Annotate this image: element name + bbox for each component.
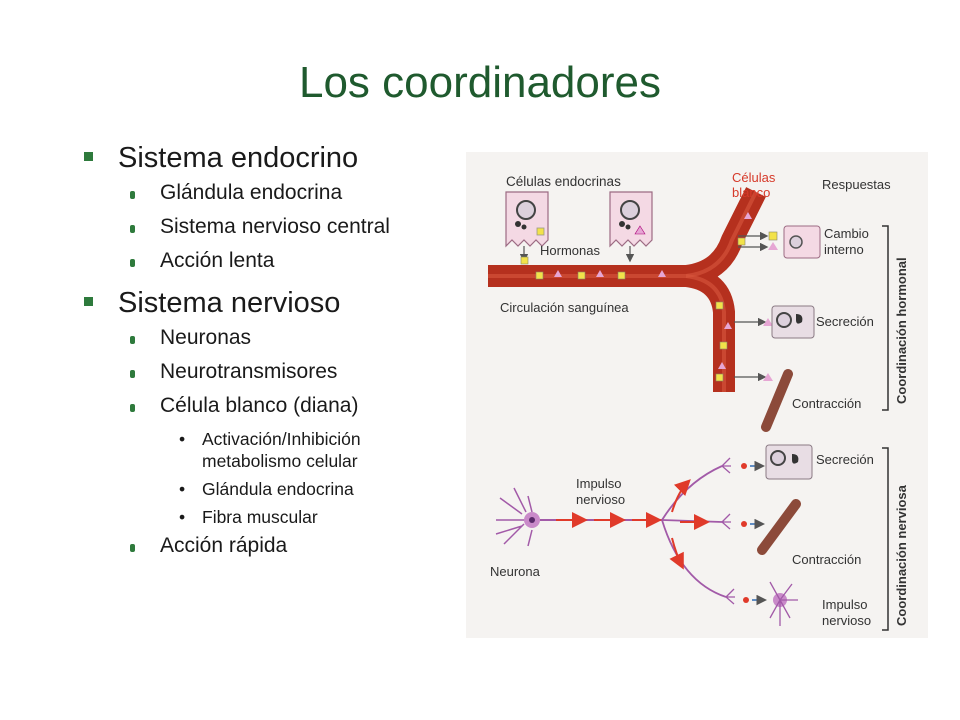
sub-bullet-label: Acción rápida <box>160 534 288 557</box>
sub-bullet-label: Célula blanco (diana) <box>160 394 359 417</box>
sub-bullet-label: Neuronas <box>160 326 252 349</box>
round-bullet-icon <box>130 259 135 267</box>
sub-sub-bullet-label: Fibra muscular <box>202 507 318 527</box>
sub-bullet: Acción rápida <box>84 534 464 558</box>
coordination-diagram: Células endocrinas Células blanco Respue… <box>466 152 928 638</box>
bullet-label: Sistema endocrino <box>118 142 359 174</box>
bullet-sistema-nervioso: Sistema nervioso <box>84 287 464 320</box>
sub-bullet-label: Glándula endocrina <box>160 181 343 204</box>
sub-bullet: Glándula endocrina <box>84 181 464 205</box>
label-hormones: Hormonas <box>540 243 600 258</box>
sub-bullet-label: Sistema nervioso central <box>160 215 390 238</box>
bracket-nervous <box>882 447 889 631</box>
sub-bullet: Acción lenta <box>84 249 464 273</box>
sub-sub-bullet: • Glándula endocrina <box>84 478 464 500</box>
round-bullet-icon <box>130 191 135 199</box>
label-contraction-hormonal: Contracción <box>792 396 861 411</box>
sub-sub-bullet: • Activación/Inhibición metabolismo celul… <box>84 428 464 472</box>
round-bullet-icon <box>130 225 135 233</box>
sub-bullet: Neuronas <box>84 326 464 350</box>
endocrine-cell-2 <box>609 191 653 248</box>
sub-bullet: Sistema nervioso central <box>84 215 464 239</box>
bullet-sistema-endocrino: Sistema endocrino <box>84 142 464 175</box>
small-bullet-icon: • <box>179 479 186 499</box>
label-impulse-out: Impulso <box>822 597 868 612</box>
label-nerve-impulse: Impulso <box>576 476 622 491</box>
label-secretion-nervous: Secreción <box>816 452 874 467</box>
label-target-cells: Células <box>732 170 776 185</box>
label-internal-change: Cambio <box>824 226 869 241</box>
label-contraction-nervous: Contracción <box>792 552 861 567</box>
bullet-list: Sistema endocrino Glándula endocrina Sis… <box>84 142 464 568</box>
square-bullet-icon <box>84 297 93 306</box>
muscle-fiber <box>761 369 793 432</box>
label-impulse-out-2: nervioso <box>822 613 871 628</box>
sub-bullet: Neurotransmisores <box>84 360 464 384</box>
label-blood-circulation: Circulación sanguínea <box>500 300 629 315</box>
label-secretion-hormonal: Secreción <box>816 314 874 329</box>
label-neuron: Neurona <box>490 564 541 579</box>
sub-bullet-label: Acción lenta <box>160 249 275 272</box>
slide-title: Los coordinadores <box>298 58 661 107</box>
bullet-label: Sistema nervioso <box>118 287 341 319</box>
label-target-cells-2: blanco <box>732 185 770 200</box>
label-nervous-coordination: Coordinación nerviosa <box>894 484 909 626</box>
small-bullet-icon: • <box>179 429 186 449</box>
label-internal-change-2: interno <box>824 242 864 257</box>
round-bullet-icon <box>130 336 135 344</box>
hormone-molecules <box>520 212 752 382</box>
second-neuron <box>769 581 798 626</box>
nerve-target-muscle <box>757 499 801 555</box>
sub-bullet: Célula blanco (diana) <box>84 394 464 418</box>
sub-sub-bullet-label: Glándula endocrina <box>202 479 354 499</box>
blood-vessel <box>488 187 766 392</box>
label-hormonal-coordination: Coordinación hormonal <box>894 257 909 404</box>
sub-sub-bullet: • Fibra muscular <box>84 506 464 528</box>
small-bullet-icon: • <box>179 507 186 527</box>
sub-bullet-label: Neurotransmisores <box>160 360 338 383</box>
bracket-hormonal <box>882 225 889 411</box>
label-nerve-impulse-2: nervioso <box>576 492 625 507</box>
round-bullet-icon <box>130 370 135 378</box>
sub-sub-bullet-label: Activación/Inhibición metabolismo celula… <box>202 429 361 471</box>
label-responses: Respuestas <box>822 177 891 192</box>
round-bullet-icon <box>130 404 135 412</box>
endocrine-cell-1 <box>505 191 549 248</box>
square-bullet-icon <box>84 152 93 161</box>
label-endocrine-cells: Células endocrinas <box>506 174 621 189</box>
round-bullet-icon <box>130 544 135 552</box>
